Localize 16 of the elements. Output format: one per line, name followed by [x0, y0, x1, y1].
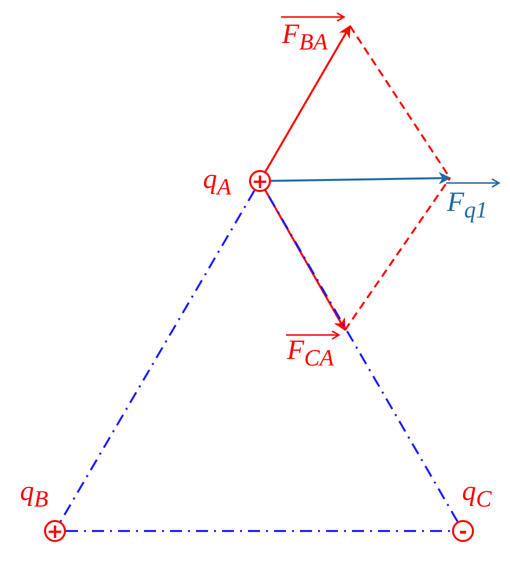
vector-label: F$_{BA}$	[282, 20, 328, 58]
dashed-line	[60, 190, 256, 522]
arrow	[264, 26, 351, 172]
arrow	[264, 190, 346, 330]
dashed-line	[344, 177, 451, 331]
charge-circle: -	[452, 520, 474, 542]
dashed-line	[66, 530, 452, 532]
vector-label: F$_{CA}$	[287, 336, 334, 374]
dashed-line	[264, 190, 458, 522]
charge-label: q$_{B}$	[20, 477, 48, 515]
charge-label: q$_{A}$	[203, 165, 232, 203]
charge-circle: +	[44, 520, 66, 542]
arrow	[270, 172, 450, 184]
charge-circle: +	[249, 170, 271, 192]
vector-label: F$_{q1}$	[447, 188, 488, 226]
charge-label: q$_{C}$	[462, 477, 492, 515]
